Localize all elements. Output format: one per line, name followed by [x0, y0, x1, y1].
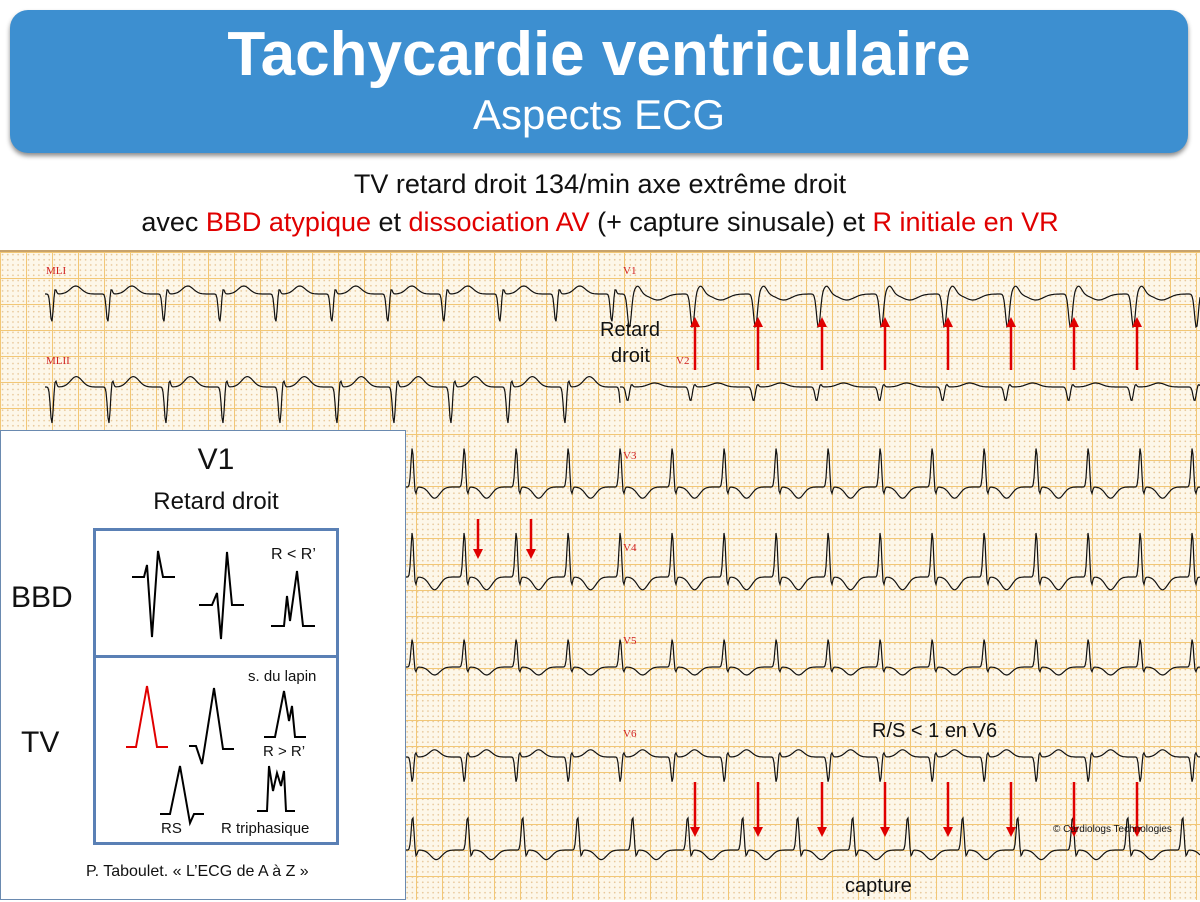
annotation-rs-v6: R/S < 1 en V6 [872, 720, 998, 742]
bbd-rsr-complex [132, 550, 175, 638]
down-arrow-head [690, 827, 700, 837]
tv-rabbit-ear [264, 690, 306, 738]
up-arrow-head [880, 317, 890, 327]
title-banner: Tachycardie ventriculaire Aspects ECG [10, 10, 1188, 153]
highlight-dissociation: dissociation AV [408, 207, 590, 237]
label-triphasique: R triphasique [221, 820, 310, 837]
tv-triphasic-r [257, 765, 295, 812]
description-line-1: TV retard droit 134/min axe extrême droi… [353, 169, 847, 199]
text: et [371, 207, 409, 237]
trace-v5 [406, 639, 1200, 676]
down-arrow-head [1132, 827, 1142, 837]
tv-monophasic-r [126, 685, 168, 748]
row-label-bbd: BBD [11, 581, 73, 614]
down-arrow-head [753, 827, 763, 837]
ecg-traces [45, 285, 1200, 861]
lead-label-v5: V5 [623, 635, 637, 647]
trace-v3 [406, 448, 1200, 499]
highlight-bbd: BBD atypique [205, 207, 371, 237]
text: avec [141, 207, 206, 237]
down-arrow-head [1069, 827, 1079, 837]
bbd-rsr-complex-2 [199, 551, 244, 640]
down-arrow-head [943, 827, 953, 837]
ecg-description: TV retard droit 134/min axe extrême droi… [0, 165, 1200, 241]
annotation-capture: capture [845, 875, 912, 897]
lead-label-v1: V1 [623, 265, 637, 277]
text: (+ capture sinusale) et [589, 207, 873, 237]
trace-v4 [406, 532, 1200, 591]
trace-rhythm [406, 816, 1200, 861]
trace-v6 [406, 749, 1200, 782]
label-r-lt-rprime: R < R’ [271, 546, 316, 563]
copyright: © Cardiologs Technologies [1053, 824, 1172, 835]
tv-qr-complex [189, 687, 234, 765]
label-r-gt-rprime: R > R’ [263, 743, 306, 760]
slide-title: Tachycardie ventriculaire [227, 20, 971, 89]
tv-rs-complex [160, 765, 204, 827]
tv-box [93, 655, 339, 845]
trace-v2 [620, 382, 1200, 402]
citation: P. Taboulet. « L’ECG de A à Z » [86, 863, 309, 880]
row-label-tv: TV [21, 726, 60, 759]
trace-mlii [45, 375, 621, 424]
lead-label-v2: V2 [676, 355, 690, 367]
description-line-2: avec BBD atypique et dissociation AV (+ … [0, 203, 1200, 241]
trace-mli [45, 285, 620, 322]
down-arrow-head [1006, 827, 1016, 837]
lead-label-v3: V3 [623, 450, 637, 462]
slide-subtitle: Aspects ECG [472, 91, 726, 138]
up-arrow-head [943, 317, 953, 327]
highlight-r-initiale: R initiale en VR [872, 207, 1059, 237]
lead-label-v4: V4 [623, 542, 637, 554]
up-arrow-head [753, 317, 763, 327]
down-arrow-head [473, 549, 483, 559]
down-arrow-head [526, 549, 536, 559]
up-arrow-head [690, 317, 700, 327]
lead-label-v6: V6 [623, 728, 637, 740]
up-arrow-head [1132, 317, 1142, 327]
up-arrow-head [1069, 317, 1079, 327]
trace-v1 [620, 285, 1200, 328]
lead-label-mli: MLI [46, 265, 67, 277]
bbd-r-lt-rprime [271, 570, 315, 627]
qrs-morphology-drawings [126, 550, 315, 827]
up-arrow-head [817, 317, 827, 327]
lead-label-mlii: MLII [46, 355, 70, 367]
down-arrow-head [880, 827, 890, 837]
annotation-droit: droit [611, 345, 650, 367]
inset-heading: Retard droit [153, 488, 279, 515]
up-arrow-head [1006, 317, 1016, 327]
inset-title: V1 [197, 443, 235, 476]
label-lapin: s. du lapin [248, 668, 317, 685]
v1-morphology-inset: V1 Retard droit BBD TV R < R’ s. du lapi… [0, 430, 406, 900]
label-rs: RS [161, 820, 182, 837]
down-arrow-head [817, 827, 827, 837]
annotation-retard: Retard [600, 319, 661, 341]
